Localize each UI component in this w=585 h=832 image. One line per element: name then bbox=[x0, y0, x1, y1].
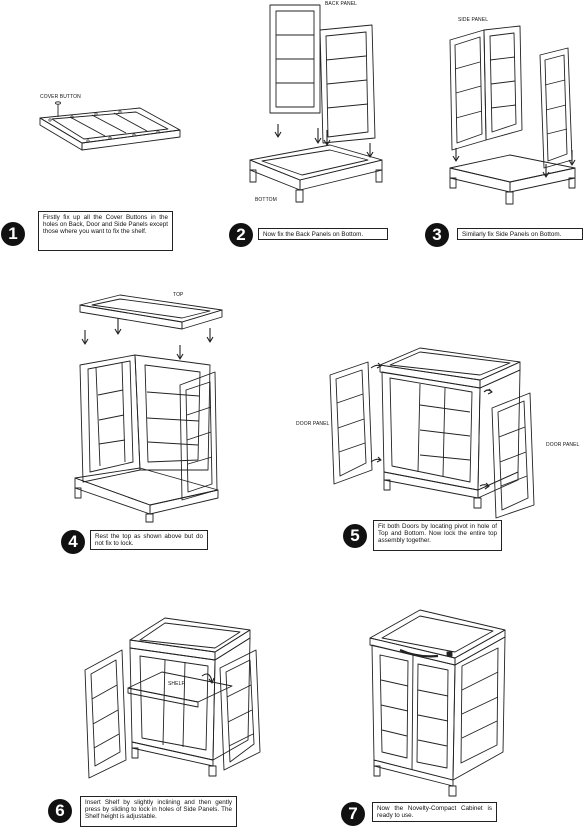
step-6-instruction: Insert Shelf by slightly inclining and t… bbox=[80, 796, 237, 827]
step6-insert-shelf bbox=[84, 617, 261, 779]
step-1-number: 1 bbox=[1, 222, 25, 246]
label-top: TOP bbox=[173, 292, 184, 298]
label-side-panel: SIDE PANEL bbox=[458, 17, 489, 23]
step-6-number: 6 bbox=[48, 799, 72, 823]
step-2-instruction: Now fix the Back Panels on Bottom. bbox=[258, 228, 388, 240]
step-7-number: 7 bbox=[341, 802, 365, 826]
step4-top-rest bbox=[74, 294, 223, 523]
step2-back-panels bbox=[249, 4, 383, 203]
step-3-number: 3 bbox=[425, 223, 449, 247]
label-cover-button: COVER BUTTON bbox=[40, 94, 81, 100]
step-2-number: 2 bbox=[229, 223, 253, 247]
step1-bottom-tray bbox=[39, 101, 181, 151]
step-4-number: 4 bbox=[61, 530, 85, 554]
label-back-panel: BACK PANEL bbox=[325, 1, 358, 7]
step-1-instruction: Firstly fix up all the Cover Buttons in … bbox=[38, 211, 173, 251]
step-5-number: 5 bbox=[343, 524, 367, 548]
step-4-instruction: Rest the top as shown above but do not f… bbox=[90, 530, 208, 550]
label-shelf: SHELF bbox=[168, 681, 185, 687]
label-door-panel-left: DOOR PANEL bbox=[296, 421, 330, 427]
label-door-panel-right: DOOR PANEL bbox=[546, 442, 580, 448]
step-7-instruction: Now the Novelty-Compact Cabinet is ready… bbox=[372, 802, 497, 822]
step-3-instruction: Similarly fix Side Panels on Bottom. bbox=[457, 228, 583, 240]
label-bottom: BOTTOM bbox=[255, 197, 277, 203]
step7-finished-cabinet bbox=[369, 609, 506, 797]
step5-fit-doors bbox=[329, 347, 535, 519]
step-5-instruction: Fit both Doors by locating pivot in hole… bbox=[373, 520, 502, 551]
step3-side-panels bbox=[449, 25, 576, 205]
